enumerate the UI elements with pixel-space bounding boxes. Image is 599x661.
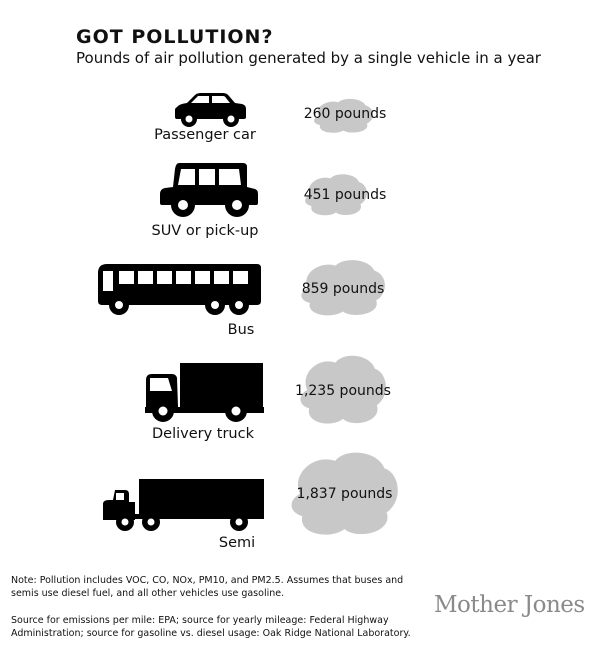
vehicle-label: SUV or pick-up bbox=[151, 223, 259, 239]
delivery-truck-icon bbox=[145, 363, 264, 422]
chart-subtitle: Pounds of air pollution generated by a s… bbox=[76, 49, 541, 67]
value-label: 260 pounds bbox=[303, 106, 387, 122]
suv-icon bbox=[160, 163, 258, 217]
pollution-cloud-car bbox=[314, 98, 374, 133]
mother-jones-logo: Mother Jones bbox=[434, 592, 585, 618]
vehicle-label: Passenger car bbox=[154, 127, 256, 143]
value-label: 451 pounds bbox=[303, 187, 387, 203]
pollution-cloud-suv bbox=[305, 174, 367, 216]
pollution-cloud-semi bbox=[291, 452, 398, 535]
pollution-cloud-bus bbox=[301, 260, 385, 316]
vehicle-label: Semi bbox=[218, 535, 256, 551]
value-label: 1,235 pounds bbox=[295, 383, 391, 399]
semi-truck-icon bbox=[103, 479, 264, 531]
bus-icon bbox=[98, 264, 261, 315]
chart-title: GOT POLLUTION? bbox=[76, 26, 274, 48]
car-icon bbox=[175, 93, 246, 127]
pollution-note: Note: Pollution includes VOC, CO, NOx, P… bbox=[11, 575, 404, 599]
value-label: 859 pounds bbox=[301, 281, 385, 297]
value-label: 1,837 pounds bbox=[296, 486, 393, 502]
vehicle-label: Delivery truck bbox=[151, 426, 254, 442]
source-note: Source for emissions per mile: EPA; sour… bbox=[11, 615, 411, 639]
vehicle-label: Bus bbox=[227, 322, 255, 338]
pollution-cloud-delivery-truck bbox=[300, 355, 386, 424]
